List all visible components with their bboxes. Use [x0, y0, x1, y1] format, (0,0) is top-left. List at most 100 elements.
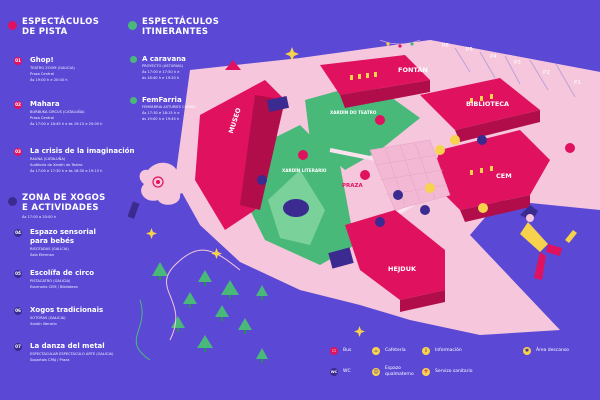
- zona-title-2: E ACTIVIDADES: [22, 203, 99, 213]
- cafe-marker: [435, 145, 445, 155]
- zona-title-1: ZONA DE XOGOS: [22, 193, 106, 203]
- zona-item-title-2: para bebés: [30, 237, 75, 245]
- itinerantes-title-2: ITINERANTES: [142, 27, 209, 37]
- pond: [283, 199, 309, 217]
- item-number-04: 04: [14, 229, 22, 237]
- info-marker-2: [425, 183, 435, 193]
- zona-item-line1: SOTORAS (GALICIA): [30, 316, 66, 320]
- zona-subtitle: Ás 17:00 a 20:00 h: [22, 215, 57, 219]
- label-hejduk: HEJDUK: [388, 265, 417, 273]
- zona-item-line2: Escenario CEM / Biblioteca: [30, 285, 78, 289]
- zona-item-line1: ESPECTACULAR ESPECTACULO ARTE (GALICIA): [30, 352, 114, 356]
- itinerantes-section-dot: [128, 21, 137, 30]
- marker-06: [257, 175, 267, 185]
- map-markers: [257, 115, 575, 227]
- item-number-07: 07: [14, 343, 22, 351]
- zona-item-title: Espazo sensorial: [30, 228, 96, 236]
- pista-item-line2: Auditorio do Xardín do Teatro: [30, 163, 83, 167]
- pista-item-line3: Ás 17:00 e 18:45 h e ás 19:15 e 20:00 h: [30, 122, 103, 126]
- zona-item-title: La danza del metal: [30, 342, 105, 350]
- wc-icon: WC: [330, 368, 338, 376]
- legend-cafe-label: Cafetería: [385, 348, 406, 353]
- legend-bus-label: Bus: [343, 348, 352, 353]
- zona-item-line1: RISOTADAS (GALICIA): [30, 247, 69, 251]
- marker-05: [477, 135, 487, 145]
- legend-medical-label: Servizo sanitario: [435, 369, 473, 374]
- legend-rest-label: Área descanso: [536, 348, 569, 353]
- itinerante-dot: [130, 97, 137, 104]
- zona-item-title: Xogos tradicionais: [30, 306, 104, 314]
- wc-marker: [420, 205, 430, 215]
- pista-item-line2: Praza Central: [30, 116, 55, 120]
- pista-item-title: Mahara: [30, 100, 60, 108]
- cloud-balloon: [139, 162, 189, 205]
- itinerante-title: A caravana: [142, 55, 186, 63]
- legend-wc-label: WC: [343, 369, 351, 374]
- label-fontan: FONTÁN: [398, 66, 428, 74]
- pista-item-line3: Ás 19:00 h e 20:00 h: [30, 78, 68, 82]
- legend-baby-label-2: qualmaterno: [385, 372, 414, 377]
- item-number-01: 01: [14, 57, 22, 65]
- parking-label-p1: P1: [574, 80, 581, 86]
- pista-item-line3: Ás 17:00 e 17:30 h e ás 18:30 e 19:15 h: [30, 169, 103, 173]
- acrobat-character: [520, 205, 577, 280]
- parking-label-p6: P6: [442, 43, 449, 49]
- info-icon: i: [422, 347, 430, 355]
- item-number-06: 06: [14, 307, 22, 315]
- parking-label-p3: P3: [514, 60, 521, 66]
- label-biblioteca: BIBLIOTECA: [466, 100, 510, 108]
- trees: [152, 262, 268, 363]
- cafe-icon: ☕: [372, 347, 380, 355]
- parking-label-p4: P4: [490, 54, 497, 60]
- marker-03: [298, 150, 308, 160]
- zona-item-line2: Soportais CPAJ / Praza: [30, 358, 70, 362]
- itinerante-line2: Ás 17:30 e 18:15 h e: [142, 111, 180, 115]
- itinerante-line3: ás 18:40 h e 19:20 h: [142, 76, 180, 80]
- zona-item-line1: PISTACATRO (GALICIA): [30, 279, 71, 283]
- zona-item-line2: Xardín literario: [30, 322, 57, 326]
- info-marker-1: [450, 135, 460, 145]
- item-number-02: 02: [14, 101, 22, 109]
- hejduk-building: [345, 210, 445, 300]
- label-cem: CEM: [496, 172, 512, 180]
- parking-label-p5: P5: [466, 47, 473, 53]
- itinerante-line2: Ás 17:00 e 17:50 h e: [142, 70, 180, 74]
- legend-info-label: Información: [435, 348, 462, 353]
- itinerante-dot: [130, 56, 137, 63]
- bus-marker: [565, 143, 575, 153]
- label-praza: PRAZA: [342, 183, 363, 189]
- marker-07: [375, 217, 385, 227]
- legend-baby-label: Espazo: [385, 366, 401, 371]
- bus-icon: ▭: [330, 347, 338, 355]
- marker-02: [360, 170, 370, 180]
- zona-section-dot: [8, 197, 17, 206]
- marker-01: [375, 115, 385, 125]
- itinerante-line3: ás 19:00 h e 19:45 h: [142, 117, 180, 121]
- medical-marker: [478, 203, 488, 213]
- pista-item-title: Ghop!: [30, 56, 54, 64]
- pista-item-title: La crisis de la imaginación: [30, 147, 135, 155]
- pista-item-line1: RAUNA (CATALUÑA): [30, 157, 66, 161]
- pista-item-line1: BURBUKA CIRCUS (CATALUÑA): [30, 110, 85, 114]
- pista-section-dot: [8, 21, 17, 30]
- itinerante-line1: PROYECTO (ASTURIAS): [142, 64, 184, 68]
- itinerante-title: FemFarria: [142, 96, 182, 104]
- itinerante-line1: FEMFARRIA ASTURIES COMBO: [142, 105, 196, 109]
- itinerantes-title-1: ESPECTÁCULOS: [142, 17, 220, 27]
- baby-space-icon: ☺: [372, 368, 380, 376]
- item-number-05: 05: [14, 270, 22, 278]
- pista-item-line2: Praza Central: [30, 72, 55, 76]
- pista-item-line1: TEATRO ZOOM (GALICIA): [30, 66, 75, 70]
- pista-title-1: ESPECTÁCULOS: [22, 17, 100, 27]
- item-number-03: 03: [14, 148, 22, 156]
- label-xardin-teatro: XARDÍN DO TEATRO: [330, 110, 377, 115]
- parking-label-p2: P2: [543, 70, 550, 76]
- zona-item-title: Escolífa de circo: [30, 269, 95, 277]
- pista-title-2: DE PISTA: [22, 27, 68, 37]
- marker-04: [393, 190, 403, 200]
- label-xardin-literario: XARDÍN LITERARIO: [282, 168, 327, 173]
- rest-area-icon: ✱: [523, 347, 531, 355]
- biblioteca-building: [420, 78, 540, 130]
